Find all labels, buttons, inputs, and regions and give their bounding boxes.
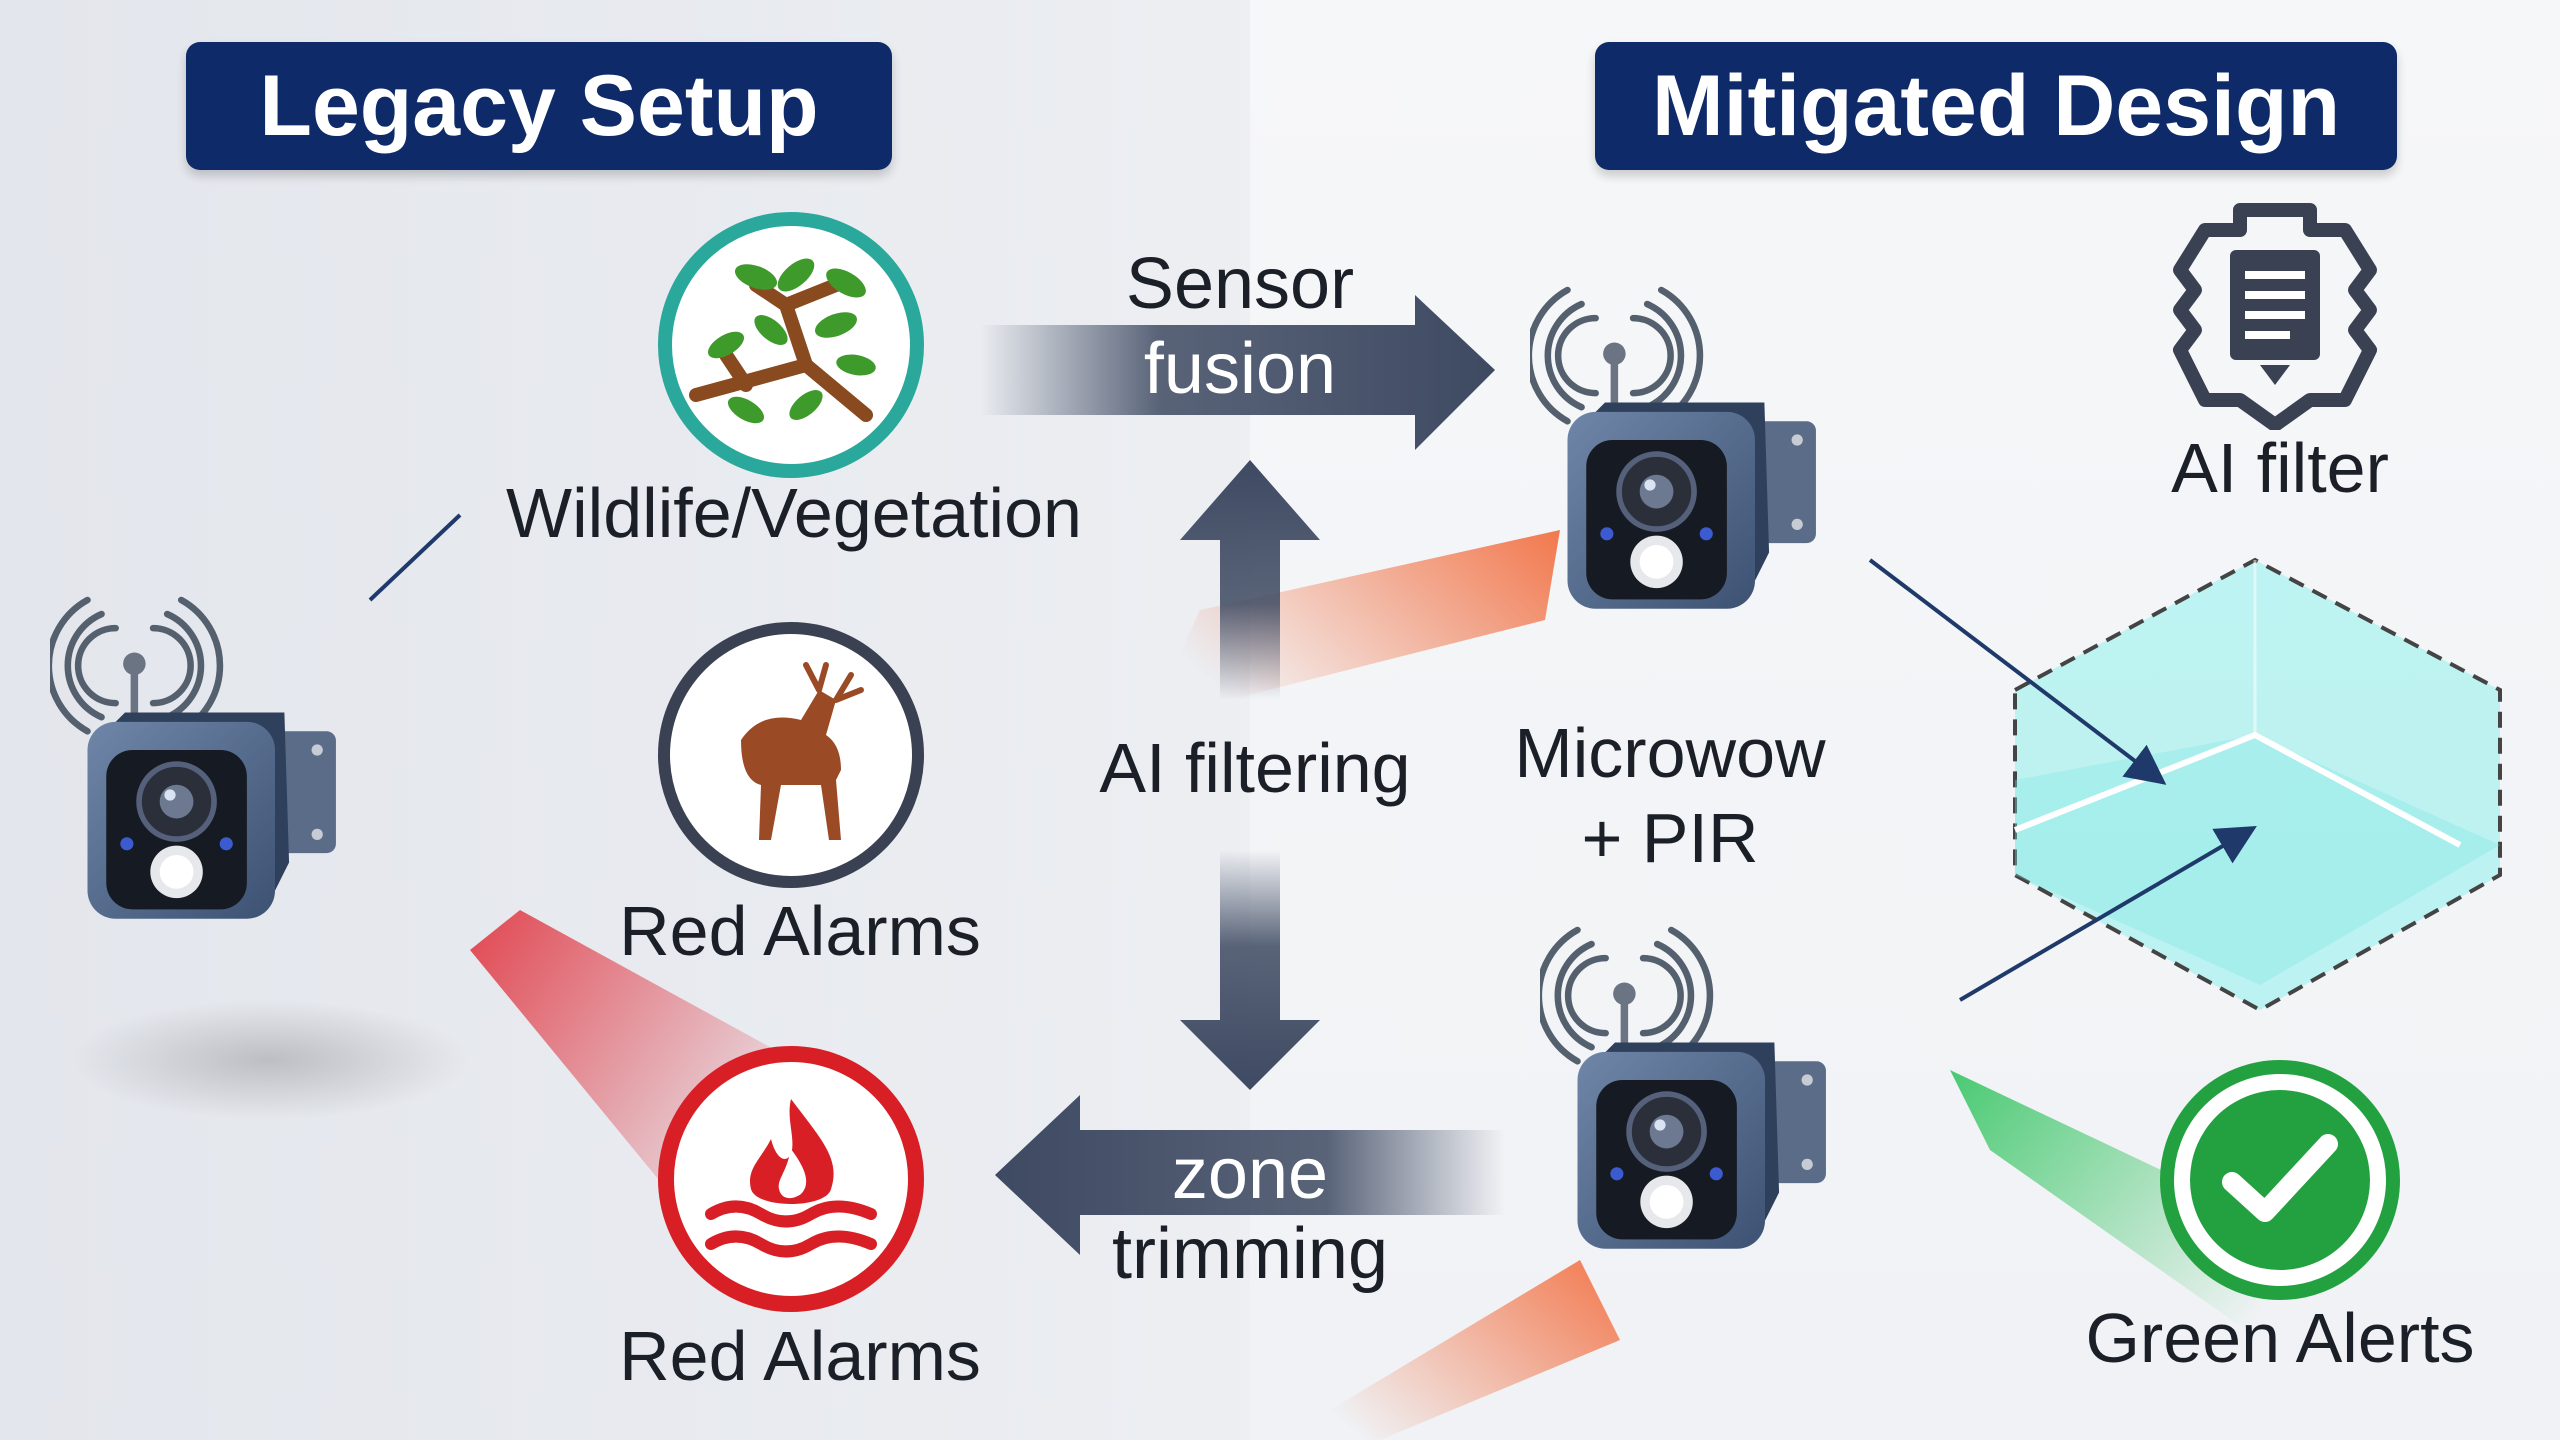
legacy-camera [49, 600, 336, 919]
ai-filtering-label: AI filtering [1080, 730, 1430, 807]
ai-chip-icon [2170, 200, 2380, 430]
tree-branch-icon [658, 212, 924, 478]
microwave-label: Microwow [1490, 715, 1850, 792]
mitigated-design-heading: Mitigated Design [1595, 42, 2397, 170]
orange-beam-top [1150, 530, 1560, 720]
ai-filtering-down-arrow [1180, 850, 1320, 1090]
red-alarms-label-2: Red Alarms [590, 1318, 1010, 1395]
check-icon [2160, 1060, 2400, 1300]
sensor-fusion-label-line2: fusion [1080, 330, 1400, 409]
camera-leader-line [370, 515, 460, 600]
deer-icon [658, 622, 924, 888]
fire-water-icon [658, 1046, 924, 1312]
ai-filter-label: AI filter [2120, 430, 2440, 507]
red-alarms-label-1: Red Alarms [590, 893, 1010, 970]
sensor-fusion-label-line1: Sensor [1080, 245, 1400, 324]
mitigated-camera-bottom [1539, 930, 1826, 1249]
wildlife-vegetation-label: Wildlife/Vegetation [488, 475, 1100, 552]
legacy-setup-heading: Legacy Setup [186, 42, 892, 170]
pir-label: + PIR [1490, 800, 1850, 877]
detection-zone-box [2015, 560, 2500, 1010]
mitigated-camera-top [1529, 290, 1816, 609]
green-alerts-label: Green Alerts [2050, 1300, 2510, 1377]
zone-trimming-label-line1: zone [1090, 1135, 1410, 1214]
zone-trimming-label-line2: trimming [1090, 1215, 1410, 1294]
